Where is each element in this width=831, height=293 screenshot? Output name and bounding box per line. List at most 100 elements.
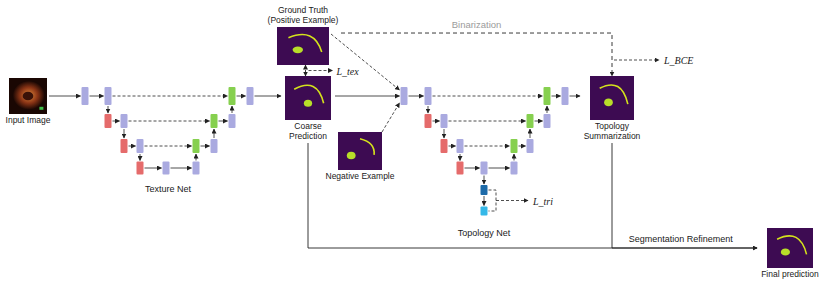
layer-block [137, 162, 144, 175]
layer-block [441, 139, 448, 153]
picture [767, 228, 813, 268]
arrow-line [449, 146, 456, 147]
layer-block [137, 139, 144, 153]
picture [590, 76, 634, 120]
layer-block [511, 162, 518, 175]
arrow-line [514, 154, 515, 161]
layer-block [229, 87, 236, 105]
arrow-line [409, 96, 424, 97]
layer-block [163, 162, 170, 175]
arrow-line [484, 196, 485, 206]
layer-block [544, 114, 551, 128]
picture [285, 76, 331, 120]
image-thumbnail [590, 76, 634, 120]
arrow-line [232, 106, 233, 113]
layer-block [425, 114, 432, 128]
arrow-line [489, 190, 497, 211]
arrow-line [519, 146, 526, 147]
arrow-line [547, 106, 548, 113]
arrow-line [552, 96, 561, 97]
layer-block [425, 87, 432, 105]
arrow-line [428, 106, 429, 113]
arrow-line [489, 168, 510, 169]
arrow-line [219, 121, 228, 122]
arrow-line [171, 168, 192, 169]
layer-block [481, 162, 488, 175]
node-caption: Final prediction [761, 270, 819, 280]
arrow-line [460, 154, 461, 161]
layer-block [105, 114, 112, 128]
layer-block [121, 114, 128, 128]
node-caption: Negative Example [326, 172, 395, 182]
layer-block [527, 139, 534, 153]
connector [305, 65, 306, 76]
arrow-line [113, 121, 120, 122]
edge-label: Binarization [451, 20, 503, 30]
layer-block [211, 139, 218, 153]
picture [338, 132, 382, 170]
picture [277, 27, 329, 65]
arrow-line [465, 168, 480, 169]
image-thumbnail [285, 76, 331, 120]
layer-block [82, 87, 89, 105]
arrow-line [140, 154, 141, 161]
layer-block [457, 162, 464, 175]
arrow-line [484, 176, 485, 185]
arrow-line [129, 146, 136, 147]
picture [9, 78, 47, 114]
connector [341, 33, 612, 76]
arrow-line [108, 106, 109, 113]
node-caption: Topology Summarization [581, 122, 643, 141]
layer-block [441, 114, 448, 128]
layer-block [229, 114, 236, 128]
layer-block [401, 87, 408, 105]
leader-line [309, 70, 333, 71]
image-node: Input Image [1, 78, 55, 128]
layer-block [457, 139, 464, 153]
arrow-line [201, 146, 210, 147]
node-caption: Coarse Prediction [282, 122, 334, 141]
arrow-line [433, 121, 440, 122]
arrow-line [196, 154, 197, 161]
layer-block [105, 87, 112, 105]
arrow-line [530, 129, 531, 138]
edge-label: Segmentation Refinement [628, 235, 734, 245]
arrow-line [614, 60, 659, 61]
arrow-line [124, 129, 125, 138]
image-thumbnail [338, 132, 382, 170]
layer-block [247, 87, 254, 105]
image-thumbnail [277, 27, 329, 65]
part-label: Topology Net [457, 229, 512, 239]
part-label: L_BCE [663, 55, 694, 66]
layer-block [544, 87, 551, 105]
image-node: Ground Truth (Positive Example) [265, 4, 341, 65]
arrow-line [535, 121, 543, 122]
arrow-line [496, 200, 528, 201]
layer-block [511, 139, 518, 153]
arrow-line [465, 146, 510, 147]
node-caption: Input Image [6, 116, 51, 126]
connectors [306, 33, 758, 248]
arrow-line [570, 96, 581, 97]
arrow-line [49, 96, 81, 97]
image-node: Coarse Prediction [282, 76, 334, 143]
image-thumbnail [9, 78, 47, 114]
part-label: Texture Net [144, 185, 192, 195]
node-caption: Ground Truth (Positive Example) [265, 6, 341, 25]
part-label: L_tri [532, 195, 554, 206]
arrow-line [433, 96, 543, 97]
arrow-line [129, 121, 210, 122]
arrow-line [382, 103, 400, 132]
arrow-line [145, 168, 162, 169]
layer-block [481, 185, 488, 195]
layer-block [193, 139, 200, 153]
arrow-line [145, 146, 192, 147]
arrow-line [449, 121, 526, 122]
image-node: Negative Example [320, 132, 400, 184]
image-thumbnail [767, 228, 813, 268]
layer-block [481, 207, 488, 216]
layer-block [211, 114, 218, 128]
layer-block [121, 139, 128, 153]
